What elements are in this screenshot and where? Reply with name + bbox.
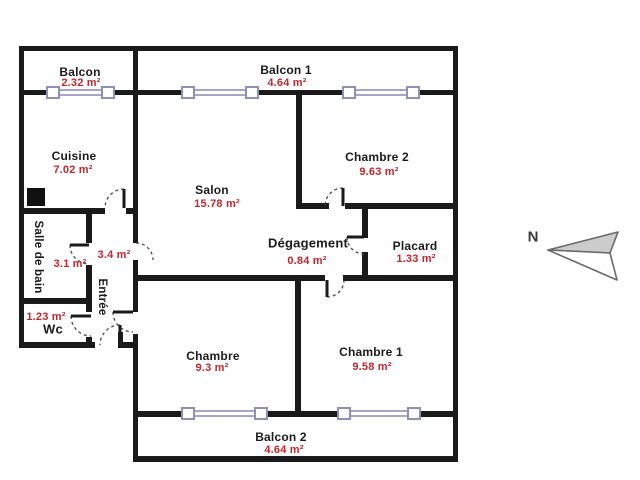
room-label-balcon1: Balcon 1 xyxy=(260,63,312,77)
window-cap xyxy=(342,86,356,99)
compass-north-label: N xyxy=(527,228,539,246)
room-area-placard: 1.33 m² xyxy=(396,253,436,265)
room-area-balcon1: 4.64 m² xyxy=(267,77,307,89)
room-label-chambre1: Chambre 1 xyxy=(339,345,403,359)
window-cap xyxy=(181,407,195,420)
room-area-balcon: 2.32 m² xyxy=(61,77,101,89)
door-leaves xyxy=(70,188,364,345)
window-cap xyxy=(254,407,268,420)
window-bar xyxy=(353,89,409,96)
room-area-balcon2: 4.64 m² xyxy=(264,444,304,456)
room-area-wc: 1.23 m² xyxy=(26,311,66,323)
room-area-salon: 15.78 m² xyxy=(194,198,240,210)
room-area-salle-de-bain: 3.1 m² xyxy=(53,258,87,270)
room-area-chambre2: 9.63 m² xyxy=(359,166,399,178)
room-label-chambre: Chambre xyxy=(186,349,240,363)
room-area-chambre1: 9.58 m² xyxy=(352,361,392,373)
room-label-chambre2: Chambre 2 xyxy=(345,150,409,164)
window-cap xyxy=(337,407,351,420)
compass-arrow-icon xyxy=(547,231,619,281)
room-area-degagement: 0.84 m² xyxy=(287,255,327,267)
window-cap xyxy=(46,86,60,99)
window-cap xyxy=(245,86,259,99)
room-label-balcon: Balcon xyxy=(59,65,101,79)
room-label-wc: Wc xyxy=(43,321,63,337)
window-bar xyxy=(192,410,257,417)
room-label-placard: Placard xyxy=(392,239,438,253)
window-bar xyxy=(192,89,248,96)
room-label-entree: Entrée xyxy=(96,278,108,316)
window-cap xyxy=(406,86,420,99)
window-bar xyxy=(348,410,410,417)
window-bar xyxy=(57,89,104,96)
windows-group xyxy=(46,86,421,420)
window-cap xyxy=(101,86,115,99)
wall-patch xyxy=(0,208,19,214)
room-label-balcon2: Balcon 2 xyxy=(255,430,307,444)
room-label-degagement: Dégagement xyxy=(267,235,349,251)
kitchen-fixture xyxy=(25,186,47,208)
room-label-salon: Salon xyxy=(195,183,229,197)
room-area-entree: 3.4 m² xyxy=(97,249,131,261)
window-cap xyxy=(407,407,421,420)
room-label-cuisine: Cuisine xyxy=(51,149,97,163)
door-arcs xyxy=(69,187,365,346)
room-label-salle-de-bain: Salle de bain xyxy=(32,220,44,294)
walls xyxy=(5,46,458,462)
room-area-cuisine: 7.02 m² xyxy=(53,164,93,176)
window-cap xyxy=(181,86,195,99)
room-area-chambre: 9.3 m² xyxy=(195,362,229,374)
compass-lower-wing xyxy=(547,249,618,281)
